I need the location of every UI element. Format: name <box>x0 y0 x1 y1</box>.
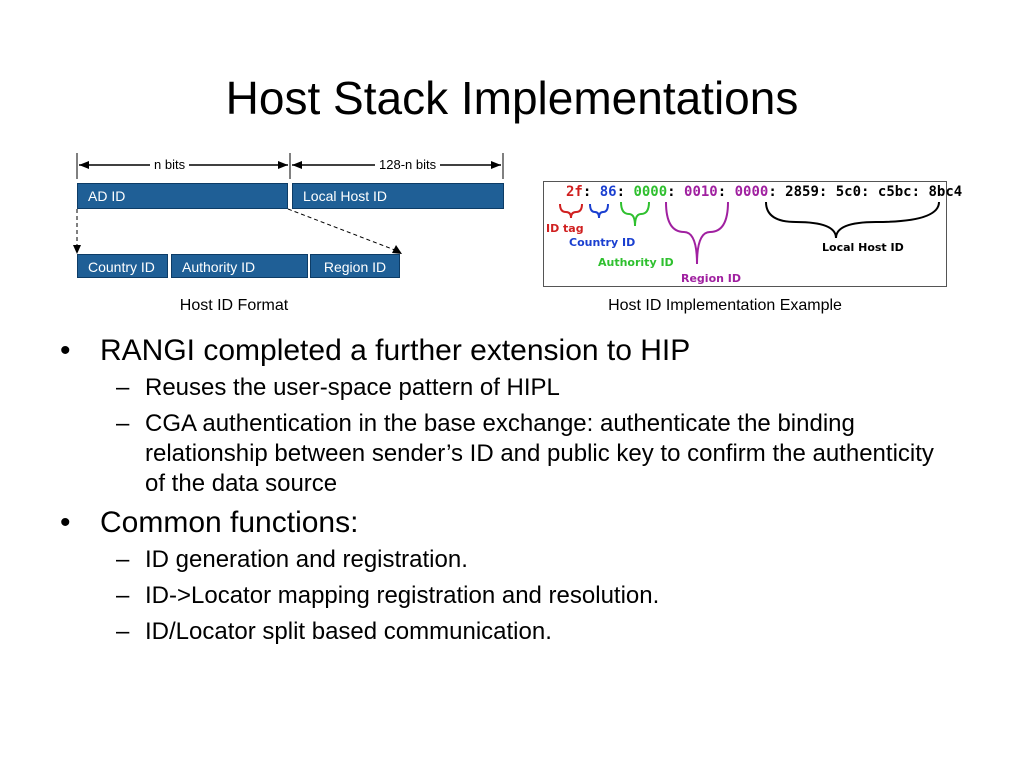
host-id-hex-string: 2f: 86: 0000: 0010: 0000: 2859: 5c0: c5b… <box>566 183 962 201</box>
hex-segment: : <box>667 184 685 200</box>
n-bits-label: n bits <box>150 157 190 173</box>
sub-bullet-text: CGA authentication in the base exchange:… <box>145 410 934 497</box>
region-id-label: Region ID <box>681 272 742 285</box>
hex-segment: : <box>616 184 634 200</box>
sub-bullet-marker: – <box>116 374 130 401</box>
bullet-text: RANGI completed a further extension to H… <box>100 334 691 367</box>
hex-segment: : 2859: 5c0: c5bc: 8bc4 <box>768 184 963 200</box>
country-id-label: Country ID <box>569 236 636 249</box>
sub-bullet-item: –ID/Locator split based communication. <box>60 617 960 647</box>
country-id-box: Country ID <box>77 254 168 278</box>
example-caption: Host ID Implementation Example <box>608 297 842 314</box>
sub-bullet-text: Reuses the user-space pattern of HIPL <box>145 374 560 401</box>
sub-bullet-marker: – <box>116 618 130 645</box>
ad-id-box: AD ID <box>77 183 288 209</box>
sub-bullet-marker: – <box>116 410 130 437</box>
hex-segment: 86 <box>599 184 617 200</box>
bullet-marker: • <box>60 506 71 539</box>
sub-bullet-item: –ID generation and registration. <box>60 545 960 575</box>
bullet-marker: • <box>60 334 71 367</box>
bullet-item: • RANGI completed a further extension to … <box>60 333 960 369</box>
hex-segment: 0000 <box>734 184 769 200</box>
id-tag-label: ID tag <box>546 222 584 235</box>
hex-segment: 0000 <box>633 184 668 200</box>
hex-segment: 0010 <box>684 184 718 200</box>
authority-id-label: Authority ID <box>598 256 674 269</box>
hex-segment: 2f <box>566 184 583 200</box>
slide-title: Host Stack Implementations <box>225 72 799 124</box>
bullet-list: • RANGI completed a further extension to … <box>60 333 960 653</box>
hex-segment: : <box>582 184 600 200</box>
bullet-text: Common functions: <box>100 506 359 539</box>
rest-bits-label: 128-n bits <box>375 157 441 173</box>
sub-bullet-marker: – <box>116 546 130 573</box>
sub-bullet-item: –Reuses the user-space pattern of HIPL <box>60 373 960 403</box>
sub-bullet-item: –ID->Locator mapping registration and re… <box>60 581 960 611</box>
example-frame <box>543 181 947 287</box>
authority-id-box: Authority ID <box>171 254 308 278</box>
sub-bullet-marker: – <box>116 582 130 609</box>
example-braces <box>559 201 940 265</box>
sub-bullet-text: ID->Locator mapping registration and res… <box>145 582 660 609</box>
sub-bullet-text: ID/Locator split based communication. <box>145 618 552 645</box>
hex-segment: : <box>717 184 735 200</box>
local-host-id-box: Local Host ID <box>292 183 504 209</box>
sub-bullet-item: –CGA authentication in the base exchange… <box>60 409 960 499</box>
format-caption: Host ID Format <box>179 297 289 314</box>
bullet-item: • Common functions: <box>60 505 960 541</box>
region-id-box: Region ID <box>310 254 400 278</box>
sub-bullet-text: ID generation and registration. <box>145 546 468 573</box>
local-host-id-label: Local Host ID <box>822 241 904 254</box>
